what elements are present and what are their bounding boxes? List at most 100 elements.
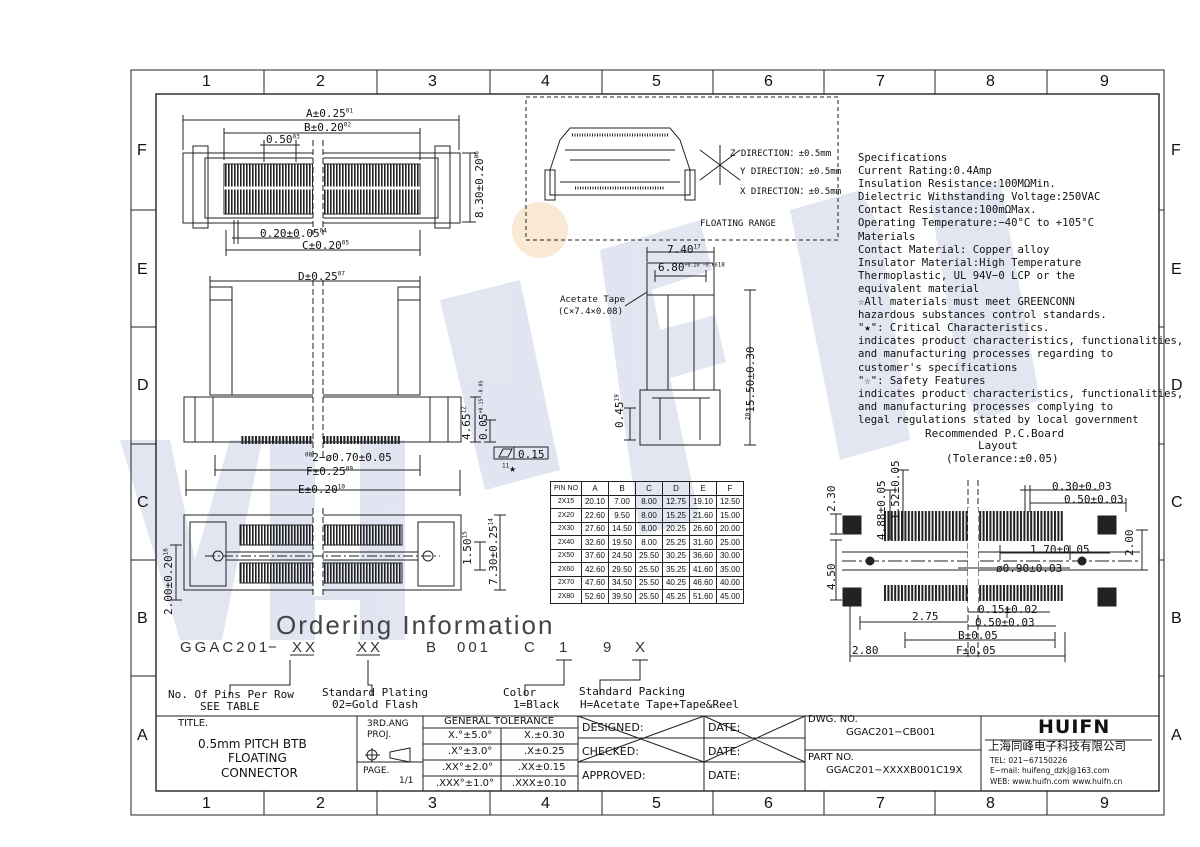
spec-line: Current Rating:0.4Amp: [858, 165, 992, 178]
pin-table-cell: 2X15: [550, 494, 582, 509]
ordering-packing-value: H=Acetate Tape+Tape&Reel: [580, 698, 739, 711]
pcb-488: 4.88±0.05: [875, 480, 888, 540]
dim-e: E±0.2010: [298, 483, 345, 496]
ordering-color: 1: [559, 639, 571, 656]
dwg-value: GGAC201−CB001: [846, 727, 936, 738]
spec-line: "☆": Safety Features: [858, 374, 986, 387]
dim-c: C±0.2005: [302, 239, 349, 252]
pin-table-cell: 15.00: [716, 508, 744, 523]
pin-table-cell: 35.25: [662, 562, 690, 577]
dim-150: 1.5015: [461, 531, 474, 565]
pin-table-cell: 2X60: [550, 562, 582, 577]
grid-col-2-bottom: 2: [316, 795, 325, 812]
spec-line: "★": Critical Characteristics.: [858, 322, 1050, 335]
checked-label: CHECKED:: [582, 745, 639, 758]
approved-label: APPROVED:: [582, 769, 646, 782]
company-tel: TEL: 021−67150226: [990, 756, 1068, 765]
pin-table-cell: 2X70: [550, 575, 582, 590]
pin-table-header-cell: A: [581, 481, 609, 496]
pin-table-cell: 25.50: [635, 575, 663, 590]
ordering-dash: −: [268, 639, 280, 656]
title-line-3: CONNECTOR: [221, 766, 298, 780]
pin-table-cell: 22.60: [581, 508, 609, 523]
pin-table-cell: 36.60: [689, 548, 717, 563]
part-label: PART NO.: [808, 752, 854, 763]
ordering-plating: XX: [357, 639, 384, 656]
pin-table-cell: 32.60: [581, 535, 609, 550]
pcb-050b: 0.50±0.03: [975, 616, 1035, 629]
grid-col-8-bottom: 8: [986, 795, 995, 812]
floating-range-label: FLOATING RANGE: [700, 219, 776, 229]
spec-line: Contact Material: Copper alloy: [858, 243, 1050, 256]
dim-200: 2.00±0.2016: [162, 548, 175, 615]
grid-row-b-right: B: [1171, 610, 1182, 627]
pin-table-cell: 2X50: [550, 548, 582, 563]
pin-table-header-cell: E: [689, 481, 717, 496]
pin-table-cell: 20.25: [662, 521, 690, 536]
grid-row-d-right: D: [1171, 377, 1183, 394]
pin-table-cell: 30.00: [716, 548, 744, 563]
part-value: GGAC201−XXXXB001C19X: [826, 765, 963, 776]
pin-table-cell: 39.50: [608, 589, 636, 604]
proj-label-1: 3RD.ANG: [367, 719, 409, 729]
pin-table-cell: 31.60: [689, 535, 717, 550]
company-email: E−mail: huifeng_dzkj@163.com: [990, 766, 1110, 775]
pin-table-cell: 9.50: [608, 508, 636, 523]
pcb-030: 0.30±0.03: [1052, 480, 1112, 493]
spec-line: and manufacturing processes complying to: [858, 400, 1114, 413]
pin-table-cell: 26.60: [689, 521, 717, 536]
ordering-packing-label: Standard Packing: [579, 685, 685, 698]
dim-flatness-note: 11★: [502, 462, 516, 475]
dim-f: F±0.2509: [306, 465, 353, 478]
pin-table-cell: 12.50: [716, 494, 744, 509]
tol-linear-4: .XXX±0.10: [512, 778, 567, 789]
pin-table-cell: 2X30: [550, 521, 582, 536]
grid-row-a-right: A: [1171, 727, 1182, 744]
pin-table-cell: 52.60: [581, 589, 609, 604]
ordering-color-label: Color: [503, 686, 537, 699]
pin-table-cell: 37.60: [581, 548, 609, 563]
grid-col-9-bottom: 9: [1100, 795, 1109, 812]
grid-col-5: 5: [652, 73, 661, 90]
grid-row-b: B: [137, 610, 148, 627]
pin-table-cell: 35.00: [716, 562, 744, 577]
dim-flatness: 0.15: [518, 448, 545, 461]
spec-line: and manufacturing processes regarding to: [858, 348, 1114, 361]
dim-pitch-050: 0.5003: [266, 133, 300, 146]
pin-table-cell: 40.25: [662, 575, 690, 590]
pin-table-cell: 25.50: [635, 548, 663, 563]
pin-table-cell: 19.10: [689, 494, 717, 509]
pin-table-cell: 25.00: [716, 535, 744, 550]
floating-y: Y DIRECTION：±0.5mm: [740, 167, 842, 177]
proj-label-2: PROJ.: [367, 730, 392, 740]
ordering-pins-value: SEE TABLE: [200, 700, 260, 713]
dim-holes: 082−ø0.70±0.05: [305, 451, 392, 464]
grid-col-5-bottom: 5: [652, 795, 661, 812]
ordering-pins: XX: [292, 639, 319, 656]
date-label-2: DATE:: [708, 745, 741, 758]
tol-linear-2: .X±0.25: [524, 746, 565, 757]
ordering-b: B: [426, 639, 440, 656]
grid-col-4-bottom: 4: [541, 795, 550, 812]
grid-col-6-bottom: 6: [764, 795, 773, 812]
pcb-275: 2.75: [912, 610, 939, 623]
pcb-f: F±0.05: [956, 644, 996, 657]
pin-table-cell: 45.25: [662, 589, 690, 604]
dim-d: D±0.2507: [298, 270, 345, 283]
pin-table-cell: 40.00: [716, 575, 744, 590]
pin-table-header-cell: PIN NO: [550, 481, 582, 496]
pin-table-header-cell: B: [608, 481, 636, 496]
tol-linear-3: .XX±0.15: [518, 762, 566, 773]
pin-table-cell: 42.60: [581, 562, 609, 577]
pcb-title-3: (Tolerance:±0.05): [946, 452, 1059, 465]
pin-table-cell: 21.60: [689, 508, 717, 523]
pin-table-cell: 8.00: [635, 494, 663, 509]
grid-col-7: 7: [876, 73, 885, 90]
pin-table-cell: 25.50: [635, 562, 663, 577]
ordering-prefix: GGAC201: [180, 639, 271, 656]
pcb-170: 1.70±0.05: [1030, 543, 1090, 556]
pin-table-cell: 20.00: [716, 521, 744, 536]
